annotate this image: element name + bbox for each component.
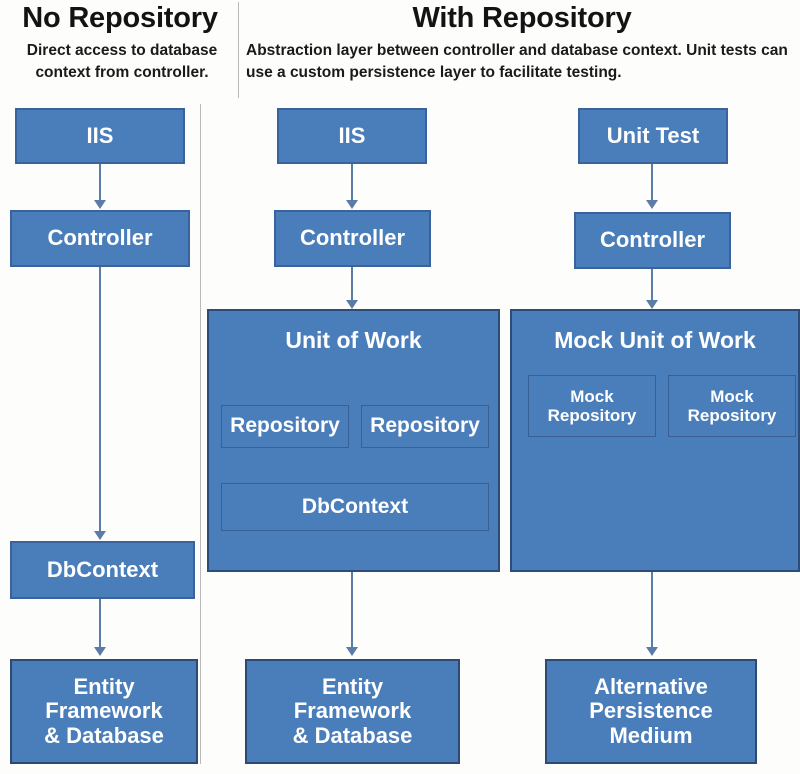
mock-repository-line-1: Mock [570, 386, 614, 406]
container-mock-unit-of-work-col3: Mock Unit of Work Mock Repository Mock R… [510, 309, 800, 572]
connector-dbcontext-to-entity-framework-col1 [99, 599, 101, 649]
node-controller-col1: Controller [10, 210, 190, 267]
entity-framework-line-3: & Database [44, 722, 164, 748]
container-title-mock-unit-of-work: Mock Unit of Work [554, 327, 756, 353]
entity-framework-line-3: & Database [292, 722, 413, 748]
node-iis-col2: IIS [277, 108, 427, 164]
arrowhead-unit-of-work-col2 [346, 300, 358, 309]
node-dbcontext-col2: DbContext [221, 483, 489, 531]
node-iis-col1: IIS [15, 108, 185, 164]
arrowhead-entity-framework-col1 [94, 647, 106, 656]
connector-iis-to-controller-col1 [99, 164, 101, 202]
node-alternative-persistence-medium-col3: Alternative Persistence Medium [545, 659, 757, 764]
alternative-persistence-line-2: Persistence [589, 698, 713, 724]
arrowhead-dbcontext-col1 [94, 531, 106, 540]
mock-repository-line-2: Repository [547, 406, 637, 425]
node-mock-repository-right-col3: Mock Repository [668, 375, 796, 437]
arrowhead-controller-col1 [94, 200, 106, 209]
container-unit-of-work-col2: Unit of Work Repository Repository DbCon… [207, 309, 500, 572]
column-title-with-repository: With Repository [412, 2, 632, 34]
mock-repository-line-2: Repository [687, 406, 777, 425]
node-unit-test-col3: Unit Test [578, 108, 728, 164]
arrowhead-entity-framework-col2 [346, 647, 358, 656]
node-entity-framework-database-col2: Entity Framework & Database [245, 659, 460, 764]
arrowhead-mock-unit-of-work-col3 [646, 300, 658, 309]
connector-unit-of-work-to-entity-framework-col2 [351, 572, 353, 649]
node-mock-repository-left-col3: Mock Repository [528, 375, 656, 437]
entity-framework-line-1: Entity [321, 673, 384, 699]
connector-controller-to-dbcontext-col1 [99, 267, 101, 533]
connector-controller-to-mock-unit-of-work-col3 [651, 269, 653, 303]
column-description-no-repository: Direct access to database context from c… [26, 42, 218, 82]
arrowhead-alternative-persistence-col3 [646, 647, 658, 656]
column-description-with-repository: Abstraction layer between controller and… [246, 42, 788, 82]
node-controller-col3: Controller [574, 212, 731, 269]
node-controller-col2: Controller [274, 210, 431, 267]
connector-controller-to-unit-of-work-col2 [351, 267, 353, 303]
entity-framework-line-2: Framework [293, 698, 412, 724]
connector-iis-to-controller-col2 [351, 164, 353, 202]
alternative-persistence-line-3: Medium [609, 722, 693, 748]
arrowhead-controller-col3 [646, 200, 658, 209]
connector-unit-test-to-controller-col3 [651, 164, 653, 202]
arrowhead-controller-col2 [346, 200, 358, 209]
body-divider [200, 104, 201, 764]
entity-framework-line-2: Framework [45, 698, 163, 724]
mock-repository-line-1: Mock [710, 386, 754, 406]
node-repository-left-col2: Repository [221, 405, 349, 448]
connector-mock-unit-of-work-to-alternative-persistence-col3 [651, 572, 653, 649]
column-title-no-repository: No Repository [22, 2, 218, 34]
node-dbcontext-col1: DbContext [10, 541, 195, 599]
alternative-persistence-line-1: Alternative [594, 673, 708, 699]
header-divider [238, 2, 239, 98]
container-title-unit-of-work: Unit of Work [285, 327, 422, 353]
node-repository-right-col2: Repository [361, 405, 489, 448]
node-entity-framework-database-col1: Entity Framework & Database [10, 659, 198, 764]
entity-framework-line-1: Entity [73, 673, 135, 699]
